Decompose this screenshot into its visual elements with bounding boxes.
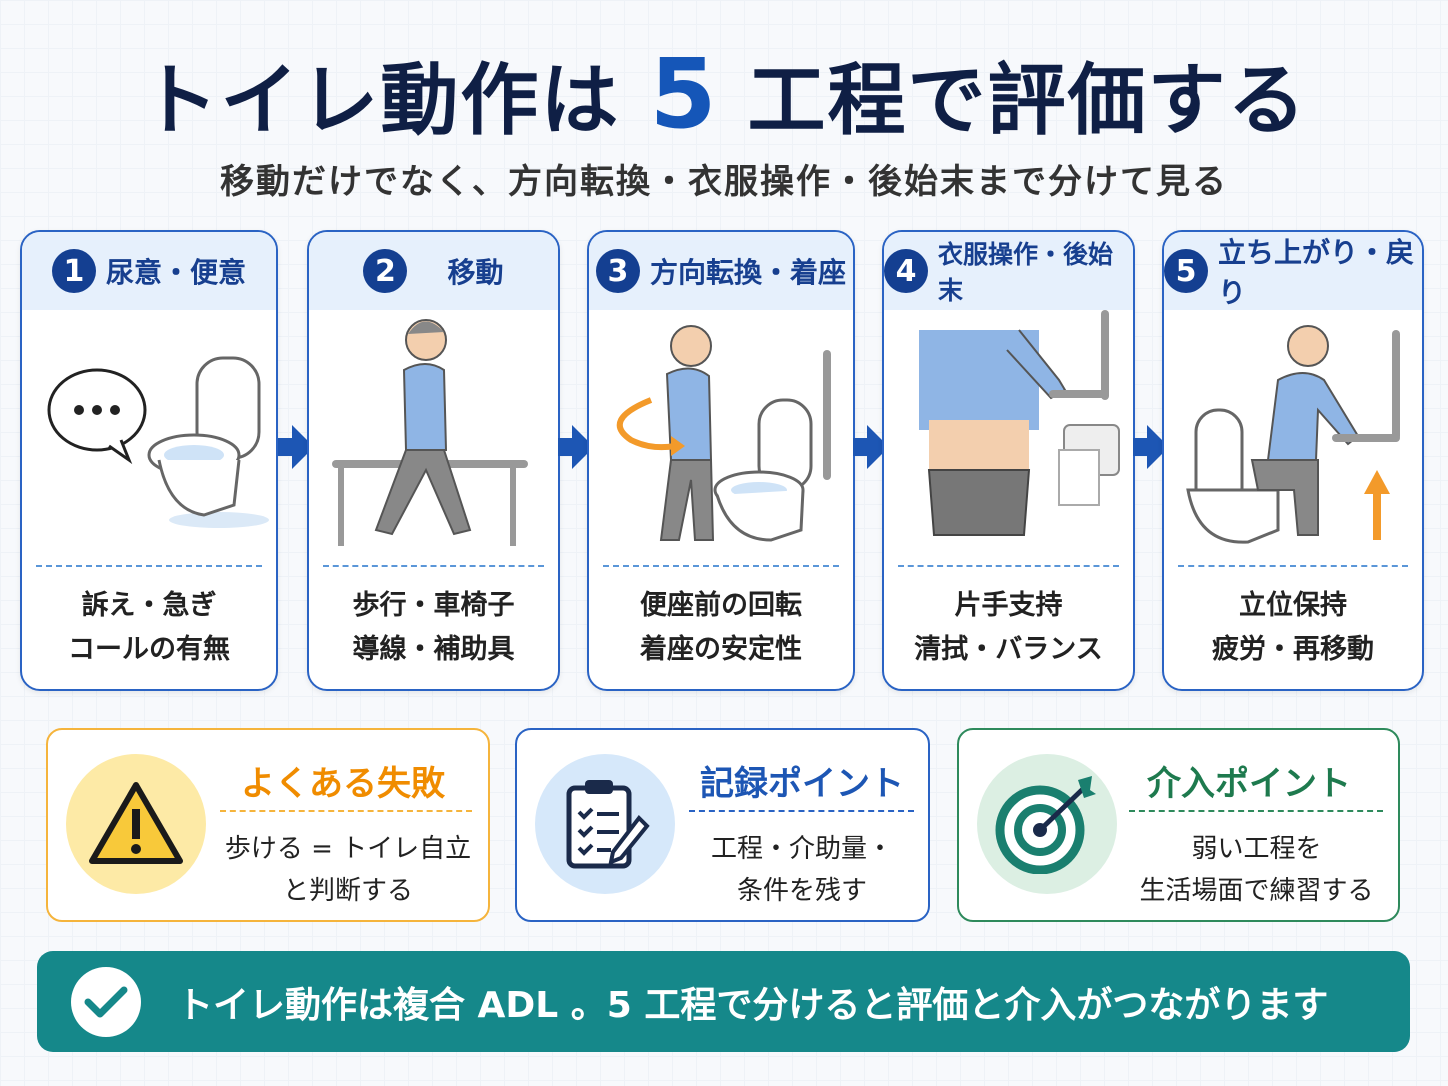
step-card-2: 2 移動 歩行・車椅子導線・補助具 [307,230,560,691]
divider [1129,810,1383,812]
box-text: と判断する [282,876,413,906]
step-caption: 清拭・バランス [914,634,1103,665]
step-label: 方向転換・着座 [649,256,846,289]
step-label: 立ち上がり・戻り [1218,236,1415,309]
walking-person-icon [331,319,528,546]
divider [220,810,472,812]
divider [898,565,1119,567]
record-point-box: 記録ポイント 工程・介助量・条件を残す [515,728,930,922]
step-card-1: 1 尿意・便意 訴え・急ぎコールの有無 [20,230,278,691]
step-number: 5 [1164,249,1208,293]
box-text: 生活場面で練習する [1139,876,1374,906]
title-post: 工程で評価する [747,56,1308,146]
warning-icon [66,754,206,894]
step-caption: 片手支持 [954,590,1063,621]
step-caption: 訴え・急ぎ [81,590,217,621]
speech-bubble-toilet-icon [47,356,269,528]
summary-text: トイレ動作は複合 ADL 。5 工程で分けると評価と介入がつながります [177,984,1329,1026]
common-mistake-box: よくある失敗 歩ける = トイレ自立と判断する [46,728,490,922]
step-label: 衣服操作・後始末 [938,240,1114,305]
clothing-toilet-paper-icon [918,310,1120,536]
step-number: 4 [884,249,928,293]
summary-banner: トイレ動作は複合 ADL 。5 工程で分けると評価と介入がつながります [37,951,1410,1052]
divider [323,565,544,567]
check-icon [71,966,141,1037]
step-caption: 着座の安定性 [640,634,802,665]
divider [1178,565,1408,567]
step-number: 2 [363,249,408,293]
box-text: 工程・介助量・ [710,834,893,864]
intervention-point-box: 介入ポイント 弱い工程を生活場面で練習する [957,728,1400,922]
step-number: 3 [595,249,640,293]
turning-person-icon [616,325,831,542]
step-caption: 立位保持 [1239,590,1347,621]
title-pre: トイレ動作は [140,56,621,146]
clipboard-icon [535,754,675,894]
divider [689,810,914,812]
standing-up-icon [1186,325,1400,544]
step-number: 1 [51,249,96,293]
step-caption: 歩行・車椅子 [352,590,515,621]
box-text: 条件を残す [736,876,867,906]
step-caption: 導線・補助具 [352,634,515,665]
step-label: 移動 [447,256,504,289]
step-caption: コールの有無 [68,634,230,665]
title-number: 5 [649,38,719,150]
box-text: 歩ける = トイレ自立 [224,834,472,864]
box-text: 弱い工程を [1191,834,1322,864]
step-card-3: 3 方向転換・着座 便座前の回転着座の安定性 [587,230,855,691]
step-label: 尿意・便意 [105,256,246,289]
subtitle: 移動だけでなく、方向転換・衣服操作・後始末まで分けて見る [220,162,1228,202]
divider [603,565,839,567]
step-caption: 便座前の回転 [640,590,802,621]
box-title: よくある失敗 [241,764,445,804]
target-icon [977,754,1117,894]
box-title: 介入ポイント [1147,764,1351,804]
divider [36,565,262,567]
page-title: トイレ動作は 5 工程で評価する [0,38,1448,150]
step-caption: 疲労・再移動 [1212,634,1374,665]
box-title: 記録ポイント [700,764,904,804]
